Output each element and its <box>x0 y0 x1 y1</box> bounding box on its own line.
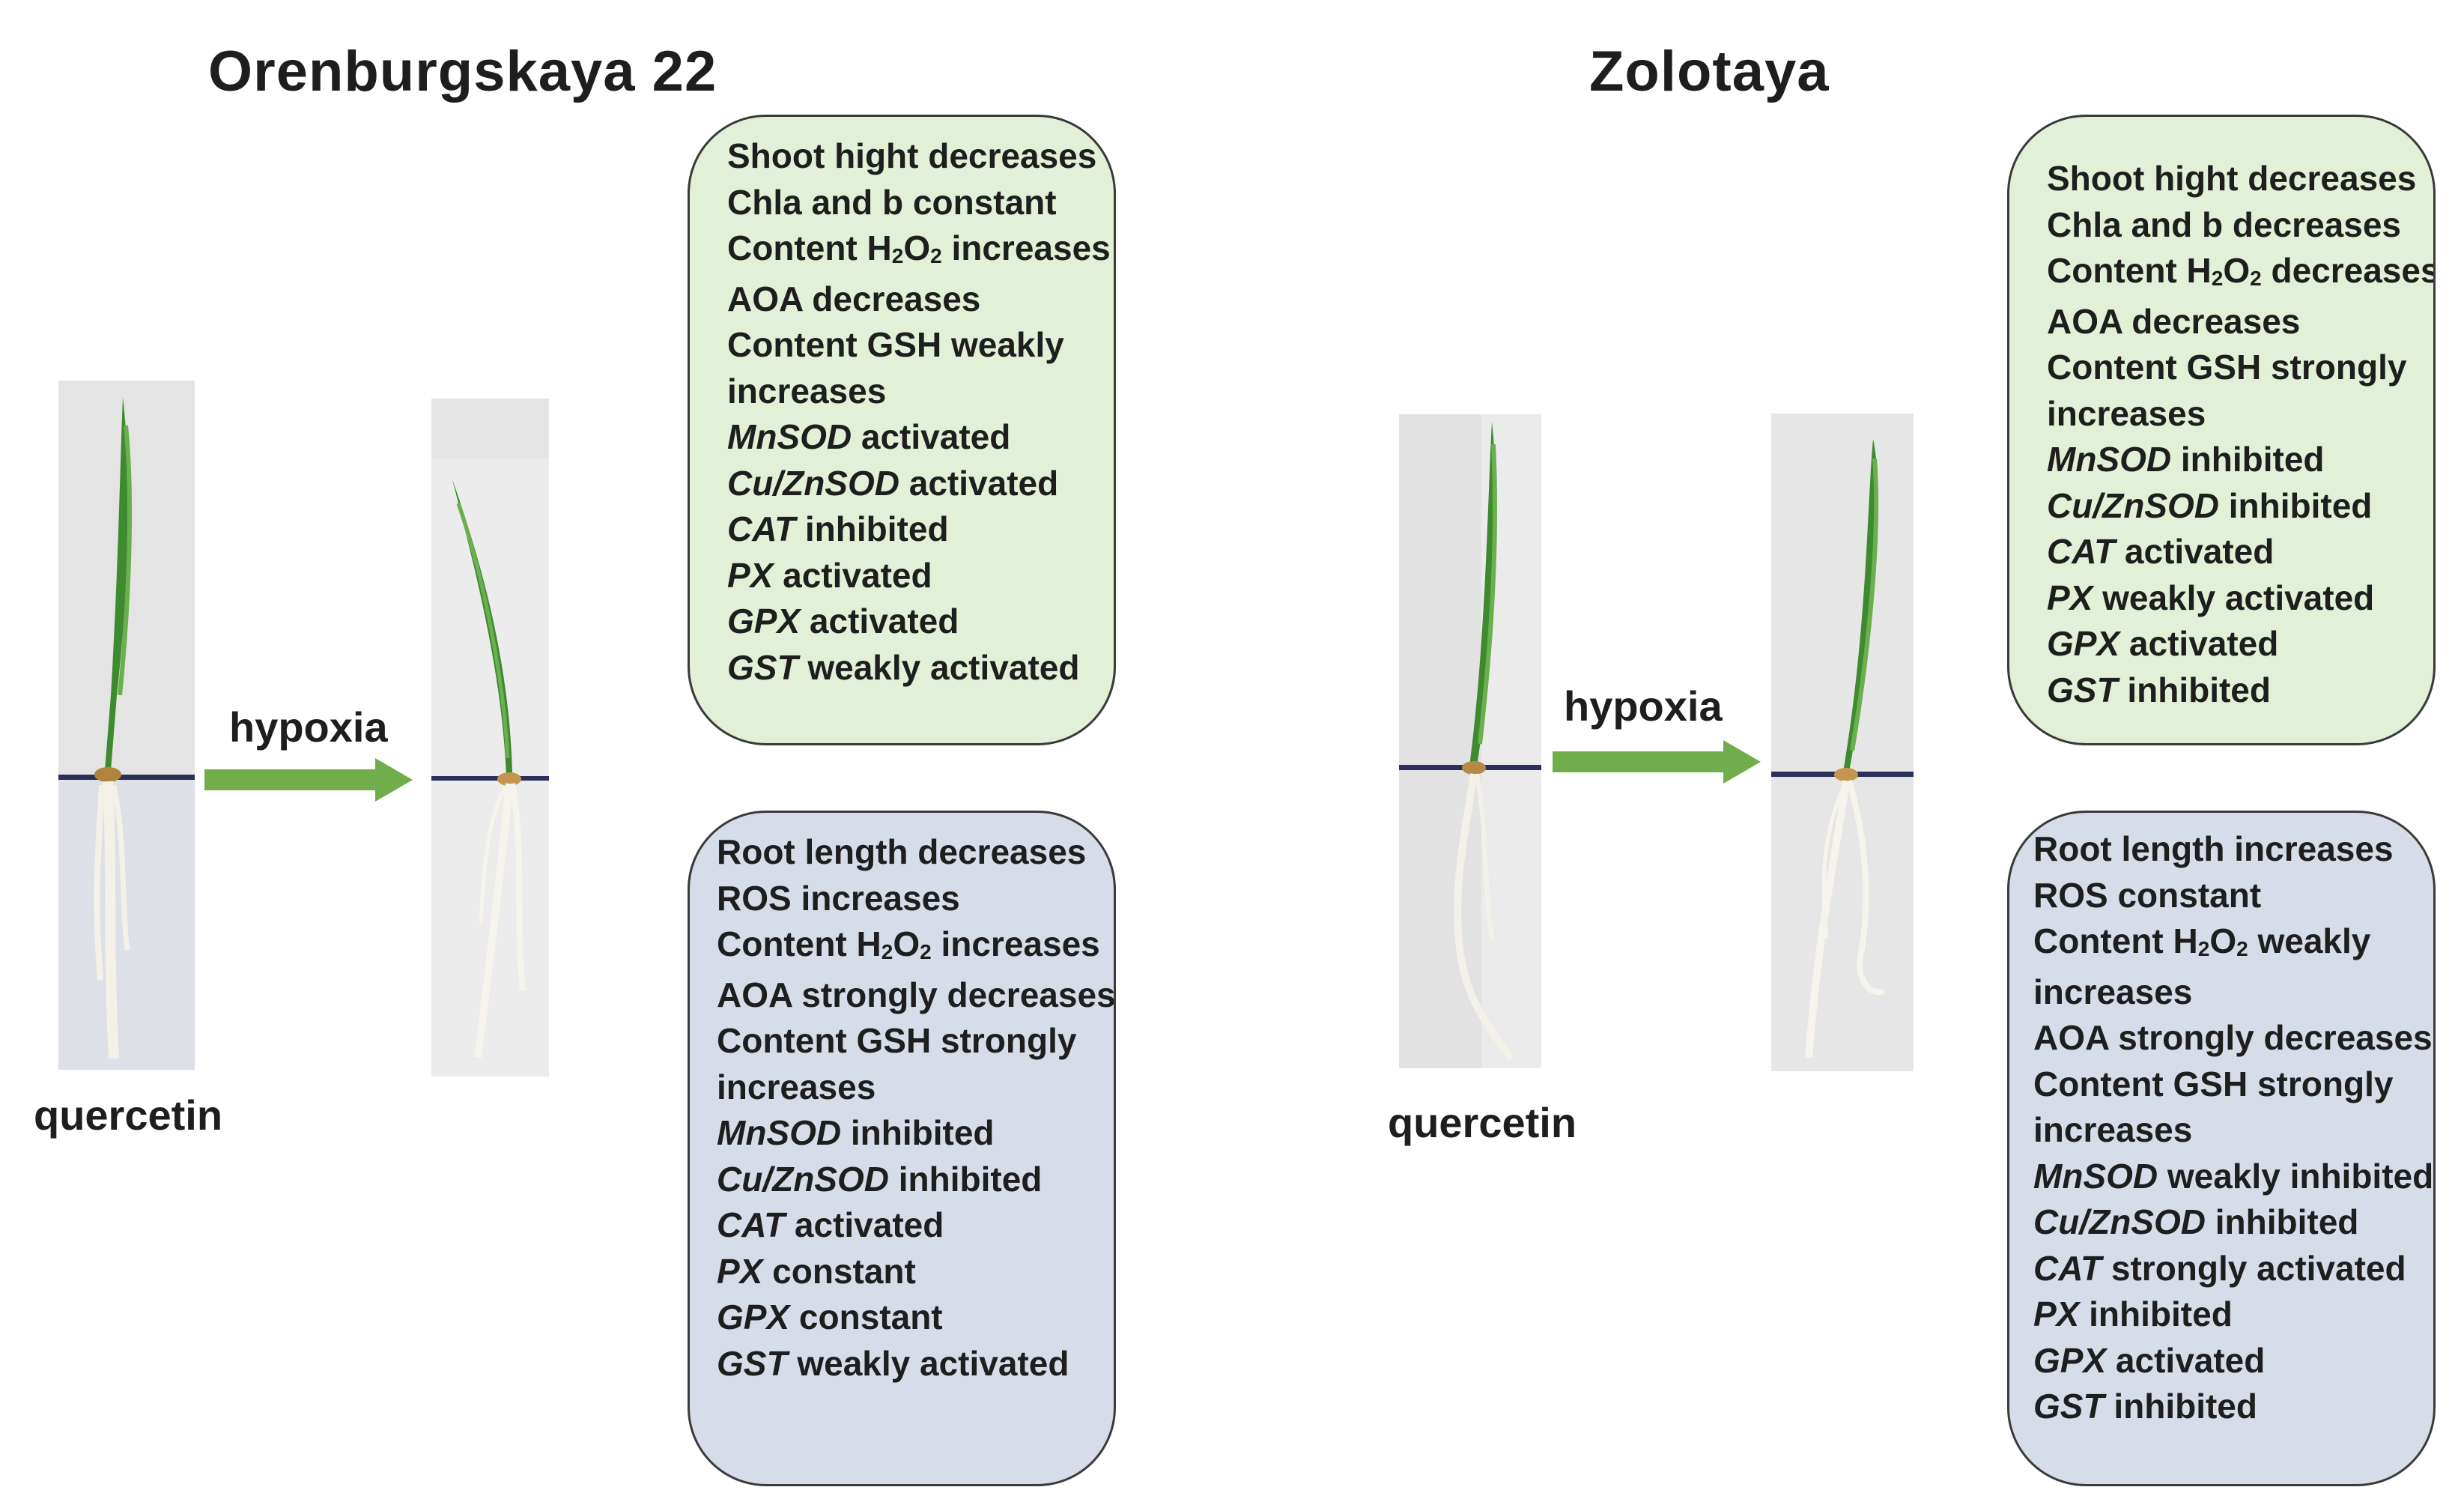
effect-line: increases <box>2047 393 2206 433</box>
seedling-photo-hypoxia <box>431 399 549 1077</box>
effect-line: GST inhibited <box>2033 1387 2257 1426</box>
effect-line: ROS increases <box>717 878 960 918</box>
effect-line: Cu/ZnSOD inhibited <box>2047 485 2373 525</box>
seedling-photo-hypoxia <box>1771 414 1914 1071</box>
effect-line: Content H2O2 weakly <box>2033 921 2371 960</box>
quercetin-label: quercetin <box>1388 1099 1577 1146</box>
effect-line: Content GSH strongly <box>2033 1064 2394 1103</box>
effect-line: MnSOD weakly inhibited <box>2033 1156 2434 1196</box>
effect-line: CAT activated <box>2047 532 2275 571</box>
effect-line: GPX constant <box>717 1297 943 1336</box>
effect-line: MnSOD activated <box>727 417 1011 456</box>
effect-line: Shoot hight decreases <box>2047 159 2417 198</box>
effect-line: increases <box>727 371 887 411</box>
effect-line: Content H2O2 decreases <box>2047 251 2436 290</box>
effect-line: Content H2O2 increases <box>727 228 1111 267</box>
effect-line: Content GSH strongly <box>717 1021 1077 1060</box>
effect-line: Root length decreases <box>717 832 1087 871</box>
effect-line: GPX activated <box>727 602 959 641</box>
effect-line: PX activated <box>727 555 932 595</box>
effect-line: Cu/ZnSOD inhibited <box>717 1159 1043 1199</box>
variety-title-orenburgskaya: Orenburgskaya 22 <box>208 40 717 103</box>
effect-line: Chla and b constant <box>727 182 1057 222</box>
effect-line: AOA decreases <box>2047 301 2301 341</box>
effect-line: AOA strongly decreases <box>717 975 1116 1014</box>
effect-line: PX weakly activated <box>2047 578 2375 617</box>
effect-line: GST weakly activated <box>727 647 1080 687</box>
hypoxia-label: hypoxia <box>1564 682 1723 730</box>
effect-line: increases <box>717 1067 876 1106</box>
effect-line: Content H2O2 increases <box>717 924 1100 963</box>
effect-line: GPX activated <box>2033 1340 2266 1380</box>
effect-line: PX constant <box>717 1251 916 1291</box>
effect-line: GST inhibited <box>2047 670 2271 709</box>
effect-line: Cu/ZnSOD activated <box>727 463 1059 503</box>
hypoxia-label: hypoxia <box>229 703 388 751</box>
effect-line: increases <box>2033 972 2193 1011</box>
effect-line: MnSOD inhibited <box>2047 440 2325 479</box>
effect-line: AOA strongly decreases <box>2033 1018 2433 1057</box>
seedling-photo-control <box>1399 414 1541 1068</box>
effect-line: Content GSH weakly <box>727 325 1064 364</box>
hypoxia-arrow <box>204 758 413 802</box>
effect-line: MnSOD inhibited <box>717 1113 995 1152</box>
effect-line: CAT inhibited <box>727 509 949 548</box>
effect-line: Cu/ZnSOD inhibited <box>2033 1202 2359 1241</box>
effect-line: GPX activated <box>2047 624 2279 663</box>
effect-line: AOA decreases <box>727 279 981 318</box>
effect-line: CAT strongly activated <box>2033 1248 2406 1288</box>
effect-line: Root length increases <box>2033 829 2394 868</box>
effect-line: increases <box>2033 1110 2193 1149</box>
hypoxia-arrow <box>1553 740 1761 784</box>
effect-line: CAT activated <box>717 1205 944 1244</box>
effect-line: Content GSH strongly <box>2047 348 2407 387</box>
effect-line: Shoot hight decreases <box>727 136 1097 175</box>
effect-line: ROS constant <box>2033 875 2262 915</box>
effect-line: GST weakly activated <box>717 1343 1069 1383</box>
quercetin-label: quercetin <box>34 1091 223 1139</box>
effect-line: PX inhibited <box>2033 1294 2233 1333</box>
effect-line: Chla and b decreases <box>2047 205 2401 244</box>
variety-title-zolotaya: Zolotaya <box>1589 40 1830 103</box>
seedling-photo-control <box>58 381 195 1070</box>
